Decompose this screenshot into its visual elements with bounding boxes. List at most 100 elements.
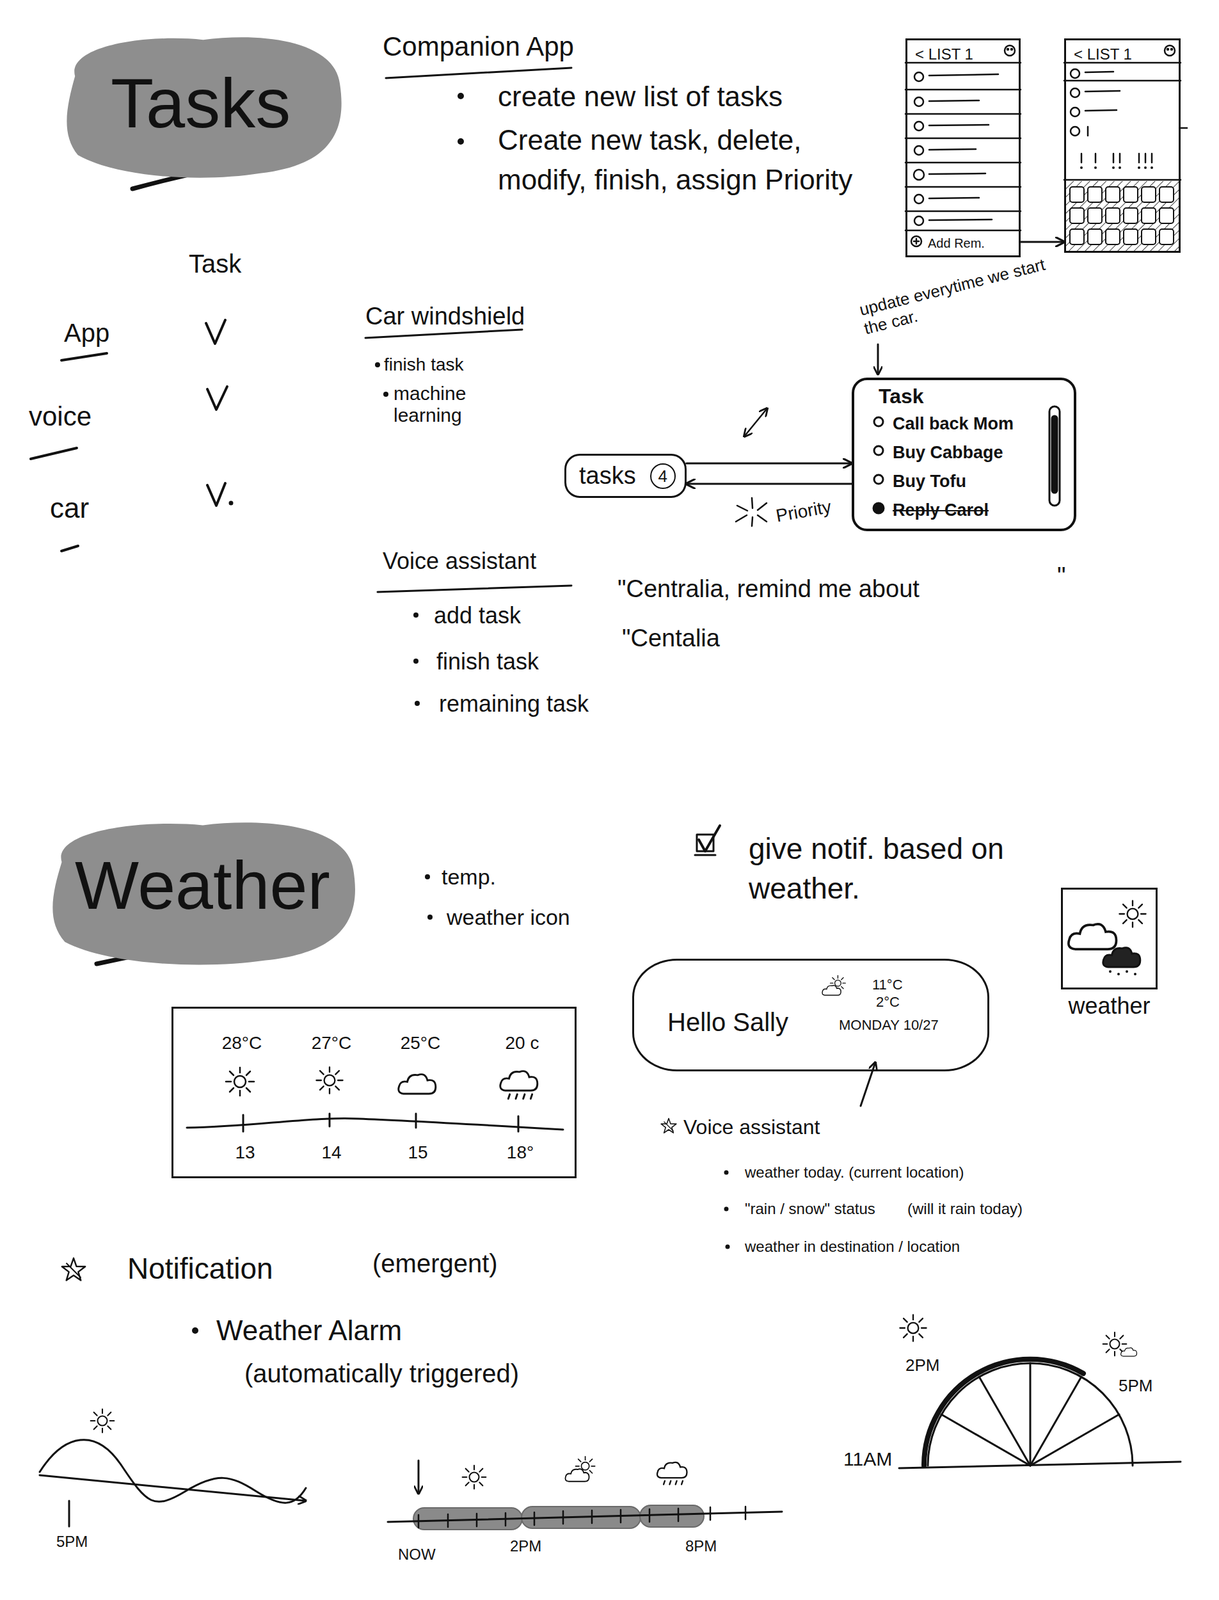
- feature-item: machine learning: [393, 382, 490, 427]
- phone-wireframes-part: [1004, 45, 1015, 56]
- hourly-timeline-part-part: [620, 1509, 622, 1523]
- hourly-timeline-part-part: [533, 1512, 536, 1525]
- hourly-timeline-part-part: [504, 1512, 507, 1526]
- time-label: 8PM: [685, 1537, 717, 1556]
- sunshine-wave-sketch-part: [39, 1439, 306, 1503]
- feature-item: weather icon: [446, 904, 571, 931]
- phone-wireframes-part: [1080, 153, 1083, 163]
- section-title: Tasks: [110, 67, 291, 139]
- feature-item: add task: [433, 601, 521, 630]
- task-item: Buy Tofu: [892, 470, 967, 492]
- phone-wireframes-part: [1080, 166, 1154, 169]
- add-button-label: Add Rem.: [927, 235, 985, 251]
- annotation: update everytime we start the car.: [857, 249, 1072, 338]
- underline-strokes-part: [61, 545, 79, 551]
- section-heading: Car windshield: [365, 302, 525, 332]
- voice-command: "Centalia: [621, 623, 720, 654]
- phone-wireframes-part-part: [1105, 186, 1120, 203]
- underline-strokes-part: [385, 67, 572, 79]
- forecast-icons-part: [517, 1115, 520, 1132]
- bullet-dots-part: [191, 1327, 199, 1334]
- hourly-timeline-part: [418, 1506, 746, 1528]
- hourly-timeline-part: [565, 1456, 595, 1482]
- sunshine-wave-sketch-part: [39, 1474, 306, 1501]
- phone-wireframes-part: [905, 137, 1021, 140]
- day-number: 18°: [506, 1141, 534, 1164]
- section-heading: Voice assistant: [683, 1114, 820, 1140]
- greeting-text: Hello Sally: [667, 1006, 789, 1038]
- feature-item: "rain / snow" status: [744, 1199, 876, 1219]
- feature-item: temp.: [441, 863, 496, 891]
- greeting-weather-part: [822, 975, 846, 996]
- forecast-icons-part: [328, 1113, 331, 1127]
- bullet-dots-part: [424, 874, 431, 880]
- phone-wireframes-part: [1070, 107, 1080, 117]
- phone-wireframes-part: [929, 197, 980, 199]
- sun-arc-dial-part: [1030, 1414, 1120, 1466]
- bullet-dots-part: [724, 1170, 729, 1175]
- windshield-card-details-part: [877, 344, 880, 375]
- section-heading: Notification: [127, 1250, 274, 1287]
- check-marks-part: [207, 483, 226, 506]
- phone-wireframes-part-part: [1087, 229, 1102, 245]
- time-label: 2PM: [509, 1537, 542, 1556]
- phone-wireframes-part: [929, 124, 989, 126]
- task-item: Buy Cabbage: [892, 442, 1004, 463]
- hourly-timeline-part-part: [562, 1510, 565, 1524]
- windshield-card-details-part-part: [751, 517, 753, 526]
- phone-wireframes-part: [1085, 110, 1117, 111]
- icon-caption: weather: [1067, 991, 1150, 1020]
- check-marks-part: [698, 825, 720, 852]
- hourly-timeline-part: [413, 1507, 523, 1530]
- badge-label: tasks: [579, 461, 637, 491]
- feature-item: finish task: [436, 647, 539, 676]
- time-label: 5PM: [1118, 1375, 1153, 1396]
- hourly-timeline-part-part: [677, 1508, 680, 1522]
- phone-wireframes-part-part: [1087, 207, 1102, 224]
- sunshine-wave-sketch-part: [90, 1409, 115, 1433]
- windshield-card-details-part-part: [757, 502, 767, 510]
- windshield-card-details-part-part: [737, 505, 748, 511]
- sunshine-wave-sketch: [39, 1409, 306, 1527]
- phone-wireframes-part: [915, 238, 918, 244]
- flow-arrow: [686, 483, 852, 486]
- phone-wireframes-part-part: [1159, 229, 1174, 245]
- hourly-timeline-part-part: [447, 1513, 450, 1527]
- forecast-icons-part: [500, 1071, 538, 1099]
- phone-wireframes-part-part: [1080, 166, 1083, 169]
- forecast-icons-part: [316, 1066, 343, 1093]
- task-badge: tasks4: [564, 453, 687, 498]
- phone-wireframes-part: [914, 194, 924, 204]
- sun-arc-dial-part: [941, 1414, 1031, 1466]
- bullet-dots-part: [413, 612, 419, 618]
- phone-wireframes-part: [1064, 179, 1181, 182]
- note-text: give notif. based on weather.: [748, 828, 1056, 909]
- windshield-card-details-part-part: [757, 515, 767, 522]
- phone-screen: < LIST 1: [1064, 38, 1181, 253]
- feature-item: weather today. (current location): [744, 1163, 964, 1182]
- phone-wireframes-part: [1085, 71, 1114, 73]
- phone-wireframes-part: [1085, 90, 1120, 92]
- forecast-panel: 28°C27°C25°C20 c13141518°: [171, 1006, 577, 1179]
- phone-wireframes-part-part: [1069, 186, 1084, 203]
- phone-wireframes-part-part: [1141, 186, 1156, 203]
- phone-wireframes-part: [914, 216, 924, 226]
- phone-wireframes-part: [1070, 126, 1080, 136]
- temperature: 20 c: [505, 1032, 540, 1054]
- windshield-card-details-part: [1049, 406, 1060, 506]
- phone-wireframes-part-part: [1159, 207, 1174, 224]
- temperature: 28°C: [222, 1032, 263, 1054]
- day-number: 15: [407, 1141, 428, 1164]
- forecast-icons: [186, 1066, 564, 1132]
- hourly-timeline-part: [462, 1465, 487, 1490]
- column-heading: Task: [188, 248, 242, 279]
- feature-note: (automatically triggered): [244, 1357, 519, 1389]
- quote-mark: ": [1057, 561, 1067, 592]
- hourly-timeline-part-part: [417, 1514, 420, 1528]
- phone-wireframes-part: [1070, 88, 1080, 98]
- voice-command: "Centralia, remind me about: [617, 574, 920, 605]
- phone-wireframes-part: [1138, 153, 1141, 163]
